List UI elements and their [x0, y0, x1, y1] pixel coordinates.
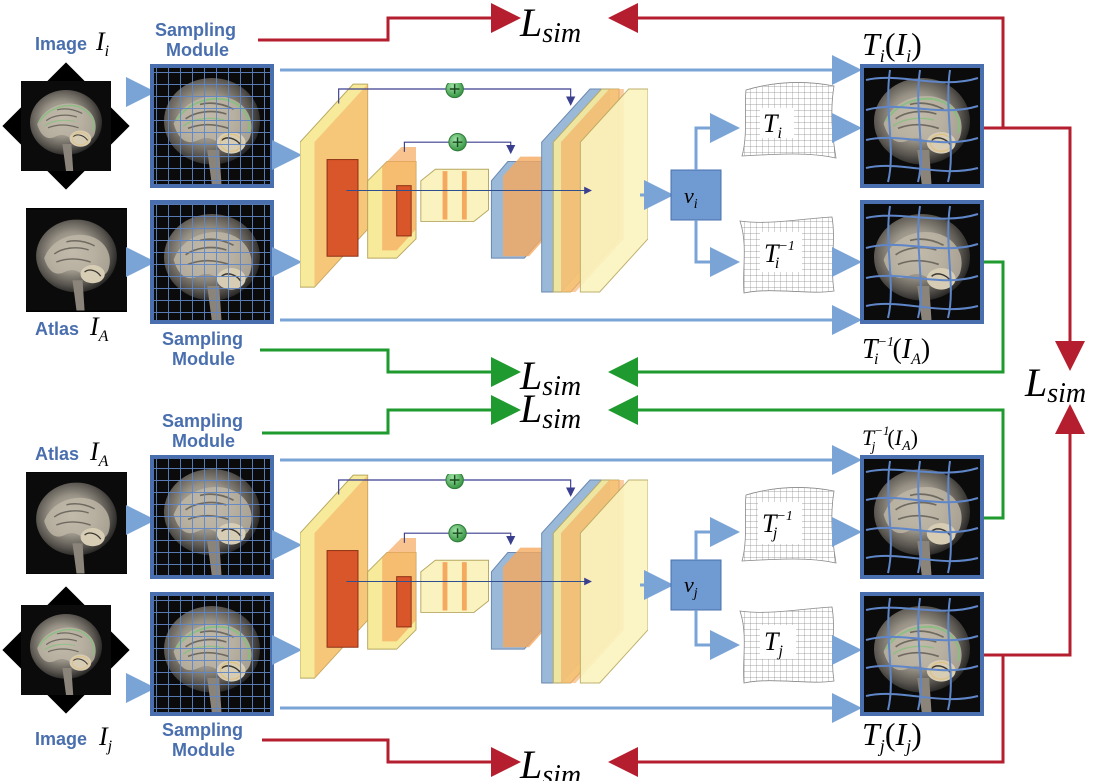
top-atlas-image [26, 208, 127, 312]
top-image-label: Image [35, 34, 87, 54]
bottom-out-fwd-label: Tj(Ij) [862, 716, 922, 756]
top-forward-field: Ti [741, 82, 837, 159]
svg-text:vi: vi [684, 183, 698, 212]
loss-red-right-up [984, 404, 1085, 657]
bottom-sampled-image-2 [150, 592, 274, 716]
loss-connections [258, 3, 1085, 777]
top-atlas-var: IA [89, 312, 109, 345]
top-unet [300, 80, 648, 292]
loss-red-bottom-from-output [608, 655, 1005, 777]
bottom-sampling-label-2: Sampling Module [162, 720, 248, 760]
bottom-unet [300, 471, 648, 683]
top-atlas-label: Atlas [35, 319, 79, 339]
bottom-input-image-rotated [2, 586, 130, 714]
svg-text:Tj: Tj [764, 627, 783, 660]
top-sampled-image-2 [150, 200, 274, 324]
loss-red-top-in [258, 3, 521, 42]
top-sampling-label-2: Sampling Module [162, 329, 248, 369]
bottom-atlas-label: Atlas [35, 444, 79, 464]
arrow-v-inv-top [694, 220, 740, 277]
top-image-var: Ii [95, 27, 109, 60]
top-output-warped-image [860, 64, 984, 188]
top-velocity-box: vi [670, 169, 722, 221]
top-input-image-rotated [2, 62, 130, 190]
bottom-branch: Atlas IA Image Ij Sampling Module [2, 411, 984, 760]
bottom-atlas-var: IA [89, 437, 109, 470]
top-output-warped-atlas [860, 200, 984, 324]
bottom-forward-field: Tj [739, 606, 835, 684]
arrow-v-fwd-top [694, 113, 740, 170]
loss-label-bottom: Lsim [519, 742, 581, 781]
loss-green-top-from-output [608, 260, 1005, 387]
loss-green-bottom-from-output [608, 395, 1005, 520]
top-out-fwd-label: Ti(Ii) [862, 26, 922, 66]
bottom-atlas-image [26, 472, 127, 574]
loss-green-bottom-in [262, 395, 521, 435]
loss-label-right: Lsim [1024, 360, 1086, 409]
bottom-velocity-box: vj [670, 559, 722, 611]
loss-label-mid-1: Lsim [519, 353, 581, 402]
loss-red-bottom-in [262, 738, 521, 777]
svg-text:vj: vj [684, 572, 698, 601]
bottom-sampling-label-1: Sampling Module [162, 411, 248, 451]
arrow-v-inv-bottom [694, 517, 740, 560]
bottom-image-label: Image [35, 729, 87, 749]
bottom-output-warped-atlas [860, 455, 984, 579]
loss-label-top: Lsim [519, 0, 581, 49]
top-sampling-label-1: Sampling Module [155, 20, 241, 60]
top-branch: Image Ii Atlas IA Sampling Module [2, 20, 984, 369]
arrow-v-fwd-bottom [694, 610, 740, 660]
loss-red-top-from-output [608, 3, 1005, 128]
loss-label-mid-2: Lsim [519, 386, 581, 435]
loss-red-right-down [1003, 126, 1085, 371]
top-sampled-image-1 [150, 64, 274, 188]
svg-text:T−1i: T−1i [764, 239, 795, 272]
svg-text:T−1j: T−1j [762, 509, 793, 542]
svg-text:Ti: Ti [763, 109, 782, 142]
bottom-output-warped-image [860, 592, 984, 716]
bottom-sampled-image-1 [150, 455, 274, 579]
loss-green-top-in [260, 348, 521, 387]
bottom-image-var: Ij [98, 722, 113, 755]
